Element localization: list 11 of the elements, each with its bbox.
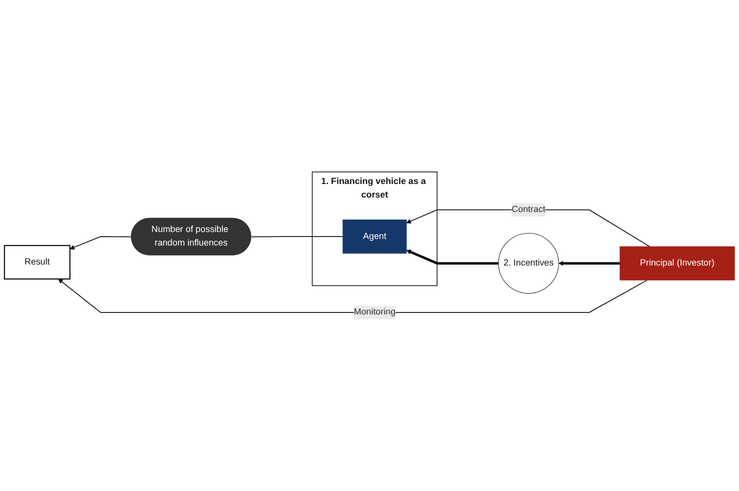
node-box: Principal (Investor) bbox=[620, 246, 735, 280]
node-box: Result bbox=[4, 244, 70, 280]
edge-label: Contract bbox=[512, 204, 546, 214]
arrow bbox=[70, 236, 132, 250]
node-circle: 2. Incentives bbox=[498, 232, 559, 294]
arrow bbox=[558, 260, 620, 266]
arrow bbox=[406, 250, 498, 265]
edge-label: Monitoring bbox=[354, 307, 396, 317]
arrow bbox=[58, 278, 648, 313]
connector bbox=[250, 236, 344, 238]
node-box: Agent bbox=[342, 220, 407, 254]
